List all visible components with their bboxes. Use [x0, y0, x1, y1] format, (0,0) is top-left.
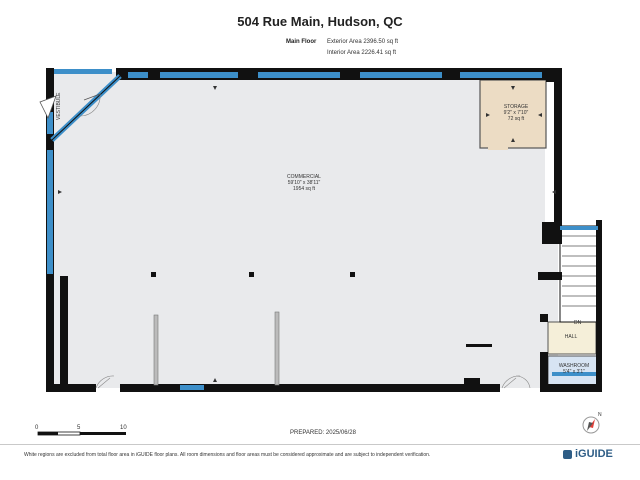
washroom-name: WASHROOM: [558, 363, 590, 369]
washroom-dims: 5'4" x 3'1": [563, 369, 585, 375]
windows: [47, 69, 598, 390]
scale-bar: [37, 431, 126, 436]
storage-name: STORAGE: [503, 104, 529, 110]
hall-label: HALL: [564, 334, 578, 340]
prepared-date: PREPARED: 2025/06/28: [290, 430, 356, 436]
floor-label: Main Floor: [286, 39, 317, 45]
stairs-down-label: DN: [574, 320, 582, 326]
storage-area: 72 sq ft: [507, 116, 525, 122]
storage-dims: 9'2" x 7'10": [503, 110, 529, 116]
commercial-floor: [50, 72, 558, 388]
compass-icon: [582, 416, 600, 434]
storage-label: STORAGE 9'2" x 7'10" 72 sq ft: [504, 104, 529, 122]
compass-north-label: N: [598, 412, 602, 418]
washroom-label: WASHROOM 5'4" x 3'1": [559, 363, 589, 375]
vestibule-wall: [39, 74, 122, 142]
commercial-label: COMMERCIAL 59'10" x 38'11" 1954 sq ft: [287, 174, 321, 192]
iguide-logo-icon: [563, 450, 572, 459]
commercial-name: COMMERCIAL: [287, 174, 321, 180]
page-title: 504 Rue Main, Hudson, QC: [237, 14, 403, 29]
commercial-area: 1954 sq ft: [293, 186, 315, 192]
commercial-dims: 59'10" x 38'11": [287, 180, 321, 186]
interior-area: Interior Area 2226.41 sq ft: [327, 50, 397, 56]
storage-door-gap: [488, 146, 508, 150]
brand-logo: iGUIDE: [575, 448, 613, 460]
scale-tick-10: 10: [120, 425, 127, 431]
interior-columns: [153, 311, 280, 386]
stair-well: [559, 225, 599, 323]
disclaimer-text: White regions are excluded from total fl…: [24, 452, 431, 458]
dimension-markers: [58, 86, 556, 382]
storage-room: [479, 79, 547, 149]
scale-tick-0: 0: [35, 425, 39, 431]
exterior-area: Exterior Area 2396.50 sq ft: [327, 39, 399, 45]
scale-tick-5: 5: [77, 425, 81, 431]
door-swings: [95, 375, 531, 389]
footer-divider: [0, 444, 640, 445]
vestibule-label: VESTIBULE: [56, 92, 62, 120]
stair-treads: [562, 235, 596, 307]
